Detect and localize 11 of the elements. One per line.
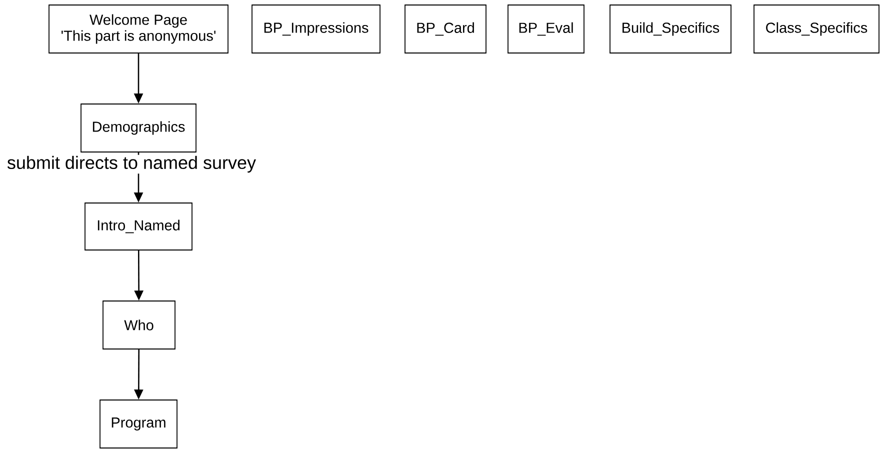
edge-label: submit directs to named survey — [6, 154, 258, 174]
process-box: Class_Specifics — [754, 4, 880, 54]
process-box: Welcome Page 'This part is anonymous' — [48, 4, 228, 54]
process-box: Who — [102, 300, 176, 350]
process-box: BP_Card — [404, 4, 486, 54]
process-box: Demographics — [80, 104, 196, 152]
process-box: Program — [100, 400, 178, 448]
process-box: BP_Eval — [508, 4, 584, 54]
process-box: Build_Specifics — [610, 4, 732, 54]
process-box: Intro_Named — [84, 202, 192, 250]
process-box: BP_Impressions — [252, 4, 380, 54]
